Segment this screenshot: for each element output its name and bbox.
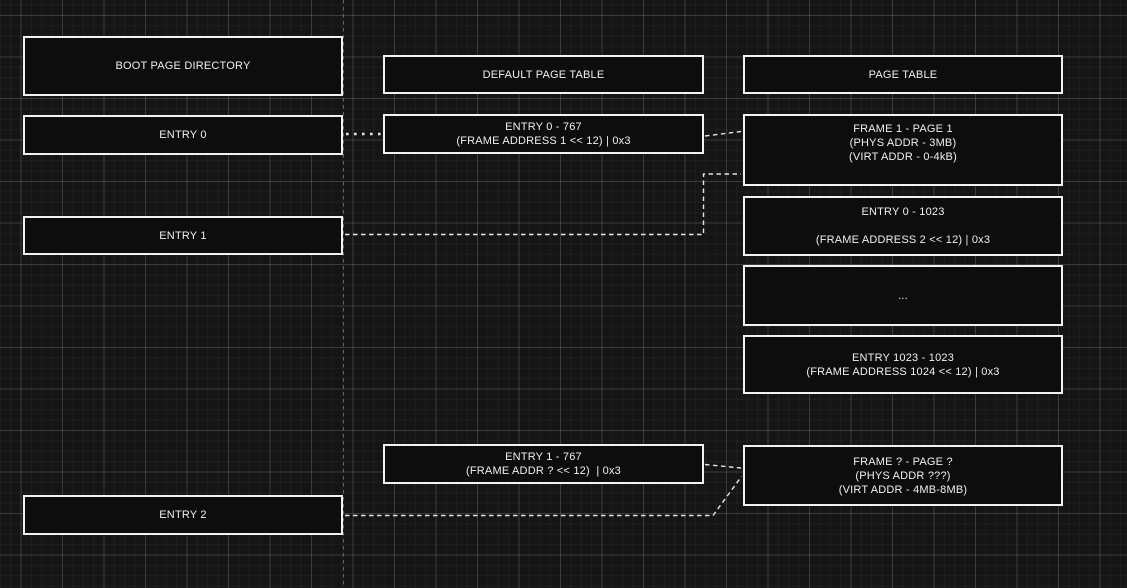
box-page-entry-0: ENTRY 0 - 1023 (FRAME ADDRESS 2 << 12) |…: [743, 196, 1063, 256]
connector-default-entry1-to-frameq: [704, 463, 742, 469]
box-boot-page-directory: BOOT PAGE DIRECTORY: [23, 36, 343, 96]
box-label: (FRAME ADDRESS 1024 << 12) | 0x3: [806, 365, 1000, 378]
box-label: ENTRY 0: [159, 129, 207, 141]
box-label: (VIRT ADDR - 0-4kB): [849, 151, 957, 163]
box-label: DEFAULT PAGE TABLE: [482, 68, 605, 81]
box-label: (FRAME ADDR ? << 12) | 0x3: [466, 465, 621, 477]
box-label: FRAME 1 - PAGE 1: [853, 123, 953, 135]
box-page-table-header: PAGE TABLE: [743, 55, 1063, 94]
box-frame-q: FRAME ? - PAGE ? (PHYS ADDR ???) (VIRT A…: [743, 445, 1063, 506]
box-label: PAGE TABLE: [868, 68, 938, 81]
box-label: [745, 219, 1061, 233]
box-label: ENTRY 0 - 767: [505, 121, 582, 133]
connector-default-entry0-to-frame1: [704, 130, 742, 137]
box-label: (PHYS ADDR - 3MB): [849, 137, 957, 149]
box-boot-entry-1: ENTRY 1: [23, 216, 343, 255]
box-frame-1: FRAME 1 - PAGE 1 (PHYS ADDR - 3MB) (VIRT…: [743, 114, 1063, 186]
box-boot-entry-0: ENTRY 0: [23, 115, 343, 155]
box-label: (PHYS ADDR ???): [855, 469, 951, 482]
box-label: ENTRY 1 - 767: [505, 451, 582, 463]
box-label: ENTRY 2: [159, 509, 207, 521]
box-label: ENTRY 0 - 1023: [861, 206, 945, 218]
box-default-entry-1: ENTRY 1 - 767 (FRAME ADDR ? << 12) | 0x3: [383, 444, 704, 484]
box-default-page-table-header: DEFAULT PAGE TABLE: [383, 55, 704, 94]
box-label: (FRAME ADDRESS 1 << 12) | 0x3: [456, 135, 631, 147]
box-label: ENTRY 1023 - 1023: [851, 351, 955, 364]
box-label: (FRAME ADDRESS 2 << 12) | 0x3: [815, 234, 991, 246]
box-boot-entry-2: ENTRY 2: [23, 495, 343, 535]
box-label: (VIRT ADDR - 4MB-8MB): [838, 483, 968, 496]
box-label: ENTRY 1: [159, 229, 207, 242]
box-label: FRAME ? - PAGE ?: [853, 455, 953, 468]
box-default-entry-0: ENTRY 0 - 767 (FRAME ADDRESS 1 << 12) | …: [383, 114, 704, 154]
connector-boot-entry1-to-frame1: [345, 173, 741, 236]
box-label: ...: [898, 289, 908, 302]
connector-boot-entry2-to-frameq: [345, 476, 743, 517]
box-page-ellipsis: ...: [743, 265, 1063, 326]
box-page-entry-1023: ENTRY 1023 - 1023 (FRAME ADDRESS 1024 <<…: [743, 335, 1063, 394]
box-label: BOOT PAGE DIRECTORY: [115, 60, 251, 72]
